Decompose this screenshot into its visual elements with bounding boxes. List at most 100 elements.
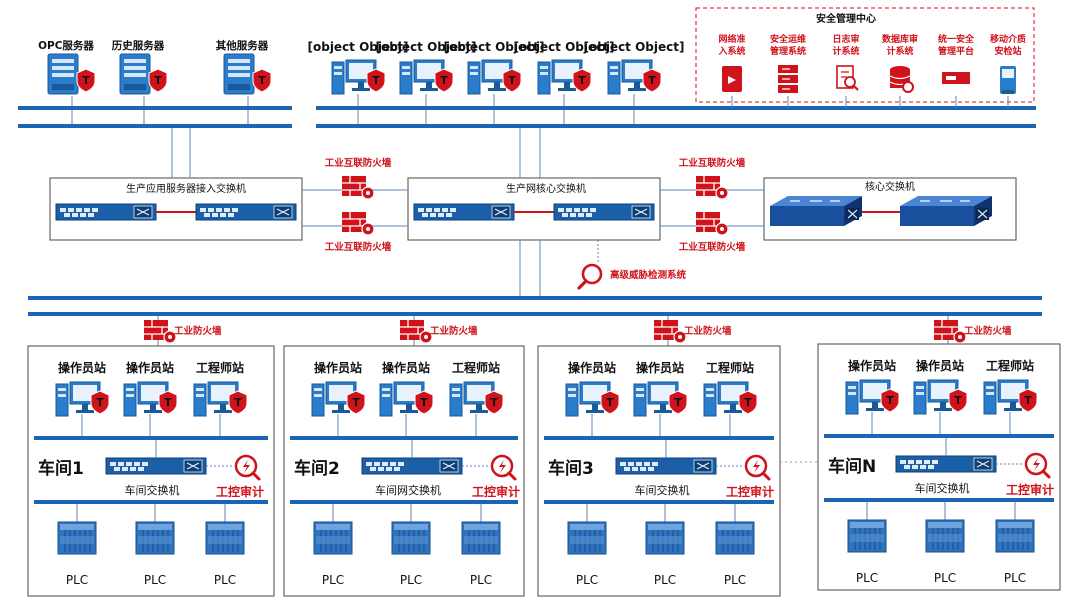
security-center-box (695, 7, 1035, 103)
lower-bus-b (28, 312, 1042, 316)
audit-label: 工控审计 (1006, 482, 1054, 497)
shield-icon: T (148, 68, 168, 93)
plc-label: PLC (470, 573, 492, 587)
shield-icon: T (880, 388, 900, 413)
firewall-label: 工业互联防火墙 (325, 241, 392, 253)
plc-icon (847, 519, 887, 553)
workshop-firewall-label: 工业防火墙 (430, 325, 478, 337)
plc-label: PLC (934, 571, 956, 585)
workshop-switch-label: 车间网交换机 (375, 483, 441, 497)
plc-label: PLC (66, 573, 88, 587)
security-item-label: 管理系统 (770, 45, 806, 57)
switch-icon (195, 203, 297, 221)
security-system-icon (722, 66, 742, 92)
workshop-bus-a (290, 436, 518, 440)
security-system-icon (942, 72, 970, 84)
shield-icon: T (434, 68, 454, 93)
workshop-station-label: 操作员站 (58, 360, 106, 375)
core-switch-icon (899, 195, 993, 227)
workshop-bus-b (34, 500, 268, 504)
workshop-firewall-label: 工业防火墙 (684, 325, 732, 337)
workshop-station-label: 操作员站 (848, 358, 896, 373)
top-station-label: [object Object] (444, 40, 545, 54)
shield-icon: T (668, 390, 688, 415)
workshop-name: 车间1 (38, 458, 84, 479)
top-station-label: [object Object] (376, 40, 477, 54)
workshop-switch-label: 车间交换机 (635, 483, 690, 497)
plc-icon (645, 521, 685, 555)
security-item-label: 安全运维 (770, 33, 806, 45)
firewall-icon (933, 319, 967, 344)
shield-icon: T (366, 68, 386, 93)
threat-detection-icon (577, 263, 603, 290)
shield-icon: T (1018, 388, 1038, 413)
shield-letter: T (1024, 394, 1032, 407)
security-item-label: 入系统 (717, 45, 745, 57)
workshop-firewall-label: 工业防火墙 (964, 325, 1012, 337)
workshop-bus-b (544, 500, 774, 504)
shield-icon: T (414, 390, 434, 415)
server-icon (47, 53, 79, 95)
shield-icon: T (252, 68, 272, 93)
top-bus-right-a (316, 106, 1036, 110)
server-label: OPC服务器 (38, 39, 94, 52)
workshop-bus-a (824, 434, 1054, 438)
core-network-switch-title: 生产网核心交换机 (506, 182, 586, 195)
lower-bus-a (28, 296, 1042, 300)
core-switch-title: 核心交换机 (865, 180, 915, 193)
plc-label: PLC (856, 571, 878, 585)
plc-icon (391, 521, 431, 555)
plc-icon (567, 521, 607, 555)
top-station-label: [object Object] (514, 40, 615, 54)
plc-label: PLC (576, 573, 598, 587)
plc-icon (461, 521, 501, 555)
shield-icon: T (738, 390, 758, 415)
firewall-icon (653, 319, 687, 344)
security-item-label: 网络准 (718, 33, 745, 45)
top-bus-left-b (18, 124, 292, 128)
workshop-firewall-label: 工业防火墙 (174, 325, 222, 337)
workshop-station-label: 操作员站 (126, 360, 174, 375)
workshop-switch-label: 车间交换机 (125, 483, 180, 497)
shield-letter: T (96, 396, 104, 409)
switch-icon (361, 457, 463, 475)
shield-icon: T (502, 68, 522, 93)
security-item-label: 计系统 (832, 45, 859, 57)
shield-letter: T (352, 396, 360, 409)
plc-label: PLC (654, 573, 676, 587)
top-station-label: [object Object] (584, 40, 685, 54)
security-system-icon (778, 65, 798, 93)
server-icon (223, 53, 255, 95)
workshop-station-label: 工程师站 (452, 360, 500, 375)
firewall-icon (695, 211, 729, 236)
workshop-station-label: 操作员站 (636, 360, 684, 375)
security-item-label: 计系统 (886, 45, 913, 57)
workshop-bus-b (290, 500, 518, 504)
plc-label: PLC (400, 573, 422, 587)
top-bus-right-b (316, 124, 1036, 128)
shield-icon: T (76, 68, 96, 93)
firewall-label: 工业互联防火墙 (679, 157, 746, 169)
plc-icon (925, 519, 965, 553)
switch-icon (615, 457, 717, 475)
security-system-icon (836, 65, 859, 91)
shield-icon: T (572, 68, 592, 93)
security-item-label: 安检站 (994, 45, 1021, 57)
workshop-station-label: 操作员站 (568, 360, 616, 375)
security-item-label: 移动介质 (990, 33, 1026, 45)
plc-icon (313, 521, 353, 555)
security-item-label: 管理平台 (938, 45, 974, 57)
shield-letter: T (744, 396, 752, 409)
firewall-icon (695, 175, 729, 200)
plc-icon (205, 521, 245, 555)
shield-letter: T (258, 74, 266, 87)
shield-letter: T (648, 74, 656, 87)
switch-icon (553, 203, 655, 221)
switch-icon (413, 203, 515, 221)
shield-letter: T (372, 74, 380, 87)
plc-icon (715, 521, 755, 555)
server-label: 其他服务器 (216, 39, 269, 52)
shield-icon: T (642, 68, 662, 93)
shield-letter: T (578, 74, 586, 87)
